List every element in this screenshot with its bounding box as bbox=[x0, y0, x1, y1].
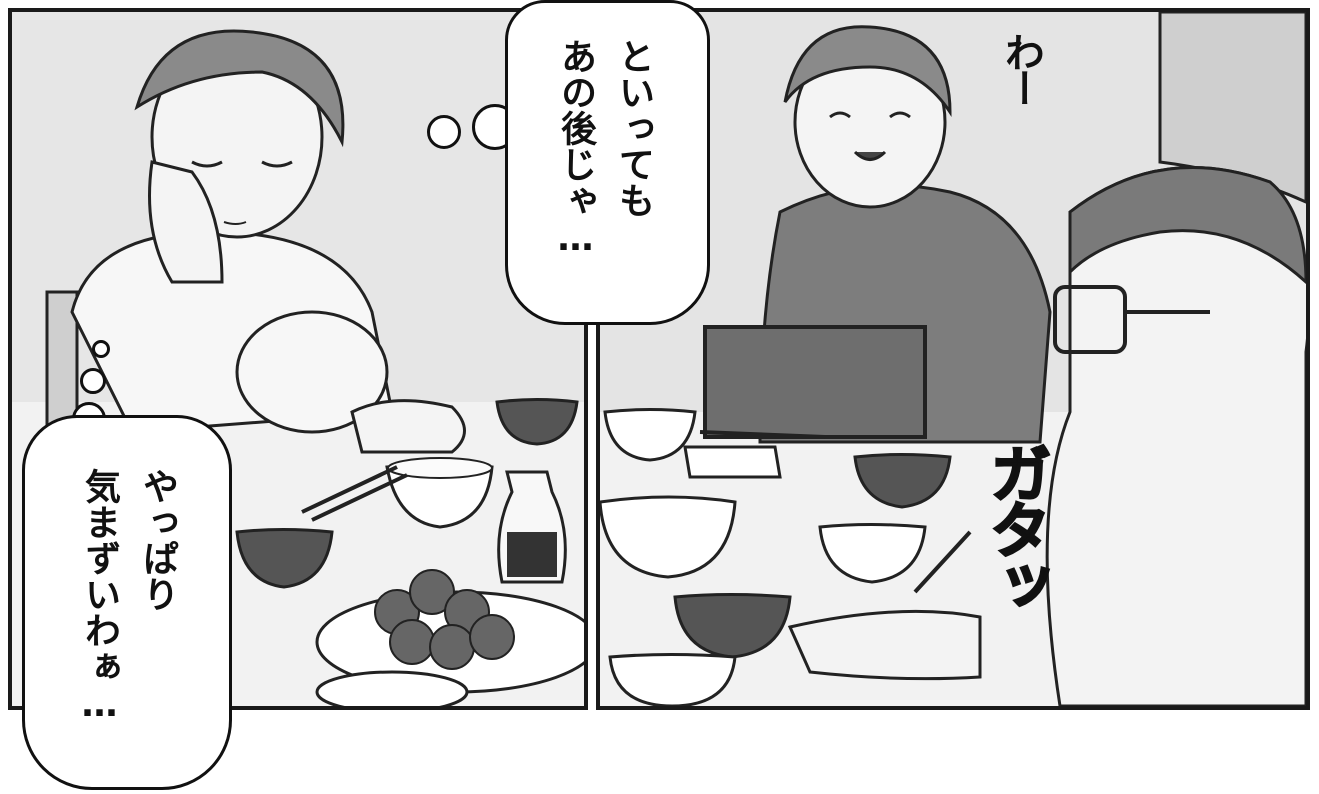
rice-bowl bbox=[603, 408, 697, 462]
glasses bbox=[1053, 285, 1127, 354]
miso-soup-bowl bbox=[853, 453, 952, 509]
woman-hair bbox=[134, 29, 345, 148]
right-panel-art bbox=[600, 12, 1306, 706]
sfx-cheer: わー bbox=[998, 32, 1044, 104]
thought-dot-mid bbox=[80, 368, 106, 394]
thought-bubble-top: といっても あの後じゃ… bbox=[505, 0, 710, 325]
chair bbox=[703, 325, 927, 439]
miso-soup-bowl bbox=[495, 398, 579, 446]
left-panel-art bbox=[12, 12, 584, 706]
thought-dot-small bbox=[427, 115, 461, 149]
thought-dot-tiny bbox=[92, 340, 110, 358]
stew-bowl bbox=[600, 495, 737, 579]
thought-bubble-left-text: やっぱり 気まずいわぁ… bbox=[79, 468, 178, 725]
sfx-clatter: ガタッ bbox=[978, 441, 1053, 611]
thought-bubble-left: やっぱり 気まずいわぁ… bbox=[22, 415, 232, 790]
comic-panel-right: わー ガタッ bbox=[596, 8, 1310, 710]
thought-bubble-top-text: といっても あの後じゃ… bbox=[555, 38, 654, 259]
hand-on-cheek bbox=[148, 160, 224, 284]
